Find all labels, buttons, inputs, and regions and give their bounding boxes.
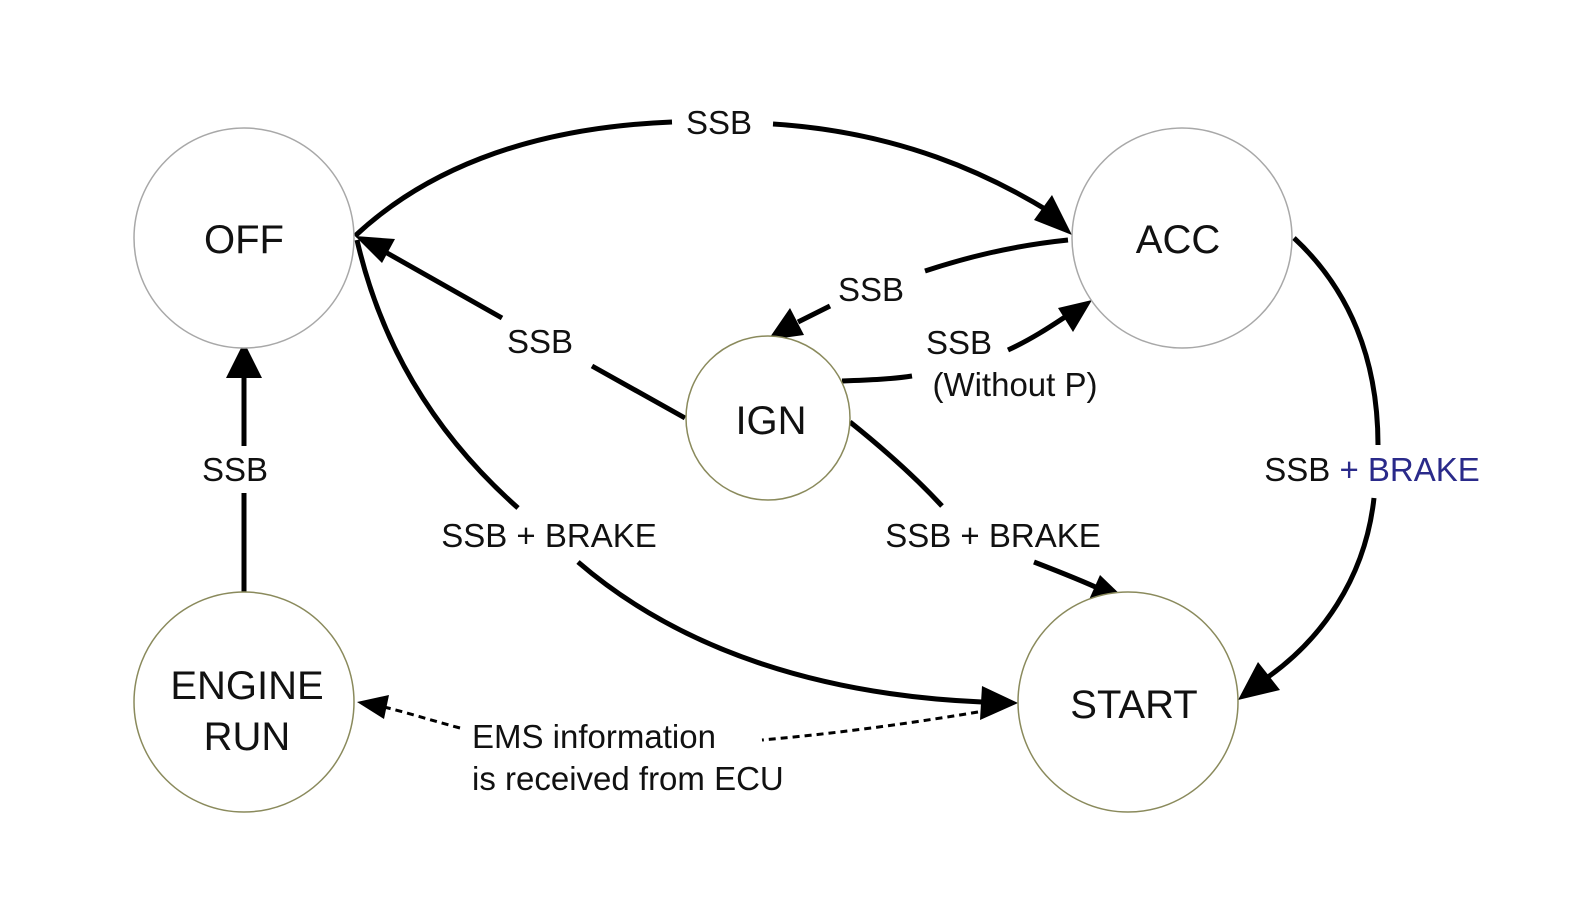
label-ign-to-off: SSB bbox=[507, 323, 573, 360]
state-ign-label: IGN bbox=[735, 399, 806, 443]
arrowhead-engine-run-from-start bbox=[357, 695, 389, 719]
edge-start-to-engine-run-tail bbox=[383, 705, 461, 730]
label-acc-to-start-brake: BRAKE bbox=[1368, 451, 1480, 488]
edge-off-to-start bbox=[354, 239, 520, 510]
label-start-to-engine-run-line2: is received from ECU bbox=[472, 760, 784, 797]
edge-ign-to-acc bbox=[841, 373, 913, 384]
edge-start-to-engine-run bbox=[761, 710, 979, 742]
edge-off-to-acc bbox=[353, 119, 673, 238]
label-engine-run-to-off: SSB bbox=[202, 451, 268, 488]
arrowhead-ign-from-acc bbox=[768, 308, 804, 340]
label-acc-to-start-ssb: SSB bbox=[1264, 451, 1330, 488]
state-start: START bbox=[1017, 591, 1239, 813]
edge-ign-to-start-tail bbox=[1033, 559, 1104, 593]
label-start-to-engine-run-line1: EMS information bbox=[472, 718, 716, 755]
arrowhead-off-from-engine-run bbox=[226, 342, 262, 378]
edge-acc-to-start-tail bbox=[1266, 497, 1377, 680]
state-engine-run-label-line2: RUN bbox=[204, 715, 291, 759]
label-acc-to-start: SSB + BRAKE bbox=[1264, 451, 1480, 488]
state-start-label: START bbox=[1070, 683, 1197, 727]
label-off-to-start: SSB + BRAKE bbox=[441, 517, 657, 554]
label-ign-to-acc-line1: SSB bbox=[926, 324, 992, 361]
state-acc-label: ACC bbox=[1136, 218, 1220, 262]
edge-ign-to-start bbox=[848, 420, 944, 508]
label-acc-to-start-plus: + bbox=[1339, 451, 1358, 488]
edge-ign-to-acc-tail bbox=[1006, 312, 1070, 353]
arrowhead-acc-from-off bbox=[1034, 195, 1072, 235]
edge-ign-to-off-tail bbox=[378, 246, 504, 321]
label-ign-to-acc-line2: (Without P) bbox=[932, 366, 1097, 403]
label-off-to-acc: SSB bbox=[686, 104, 752, 141]
state-off: OFF bbox=[133, 127, 355, 349]
state-acc: ACC bbox=[1071, 127, 1293, 349]
label-acc-to-ign: SSB bbox=[838, 271, 904, 308]
state-off-label: OFF bbox=[204, 218, 284, 262]
edge-acc-to-start bbox=[1292, 236, 1381, 446]
edge-acc-to-ign-tail bbox=[796, 303, 832, 325]
state-engine-run-label-line1: ENGINE bbox=[170, 664, 323, 708]
label-ign-to-start: SSB + BRAKE bbox=[885, 517, 1101, 554]
state-ign: IGN bbox=[685, 335, 851, 501]
arrowhead-off-from-ign bbox=[355, 236, 395, 263]
arrowhead-acc-from-ign bbox=[1058, 300, 1092, 332]
edge-ign-to-off bbox=[590, 363, 687, 421]
arrowhead-start-from-acc bbox=[1238, 662, 1280, 700]
edge-acc-to-ign bbox=[924, 237, 1069, 274]
edge-off-to-acc-tail bbox=[772, 121, 1052, 215]
state-engine-run: ENGINE RUN bbox=[133, 591, 355, 813]
arrowhead-start-from-off bbox=[980, 686, 1018, 720]
edge-off-to-start-tail bbox=[576, 560, 983, 705]
